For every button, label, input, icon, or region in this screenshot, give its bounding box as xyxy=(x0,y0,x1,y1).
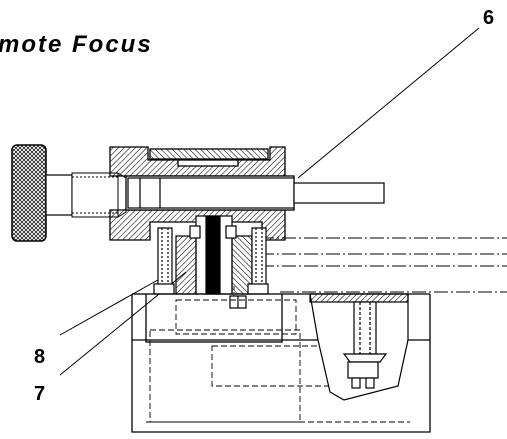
callout-8: 8 xyxy=(34,346,45,368)
knurled-knob xyxy=(11,144,73,242)
mounting-screws xyxy=(153,227,269,295)
hex-nut xyxy=(229,295,247,309)
focus-rod xyxy=(127,177,385,209)
leader-6 xyxy=(297,27,480,179)
centre-shaft-assembly xyxy=(175,215,253,295)
callout-6: 6 xyxy=(483,7,494,29)
right-mechanism xyxy=(309,293,409,401)
callout-7: 7 xyxy=(34,383,45,405)
leader-8 xyxy=(59,271,173,336)
diagram-title: mote Focus xyxy=(0,31,153,58)
